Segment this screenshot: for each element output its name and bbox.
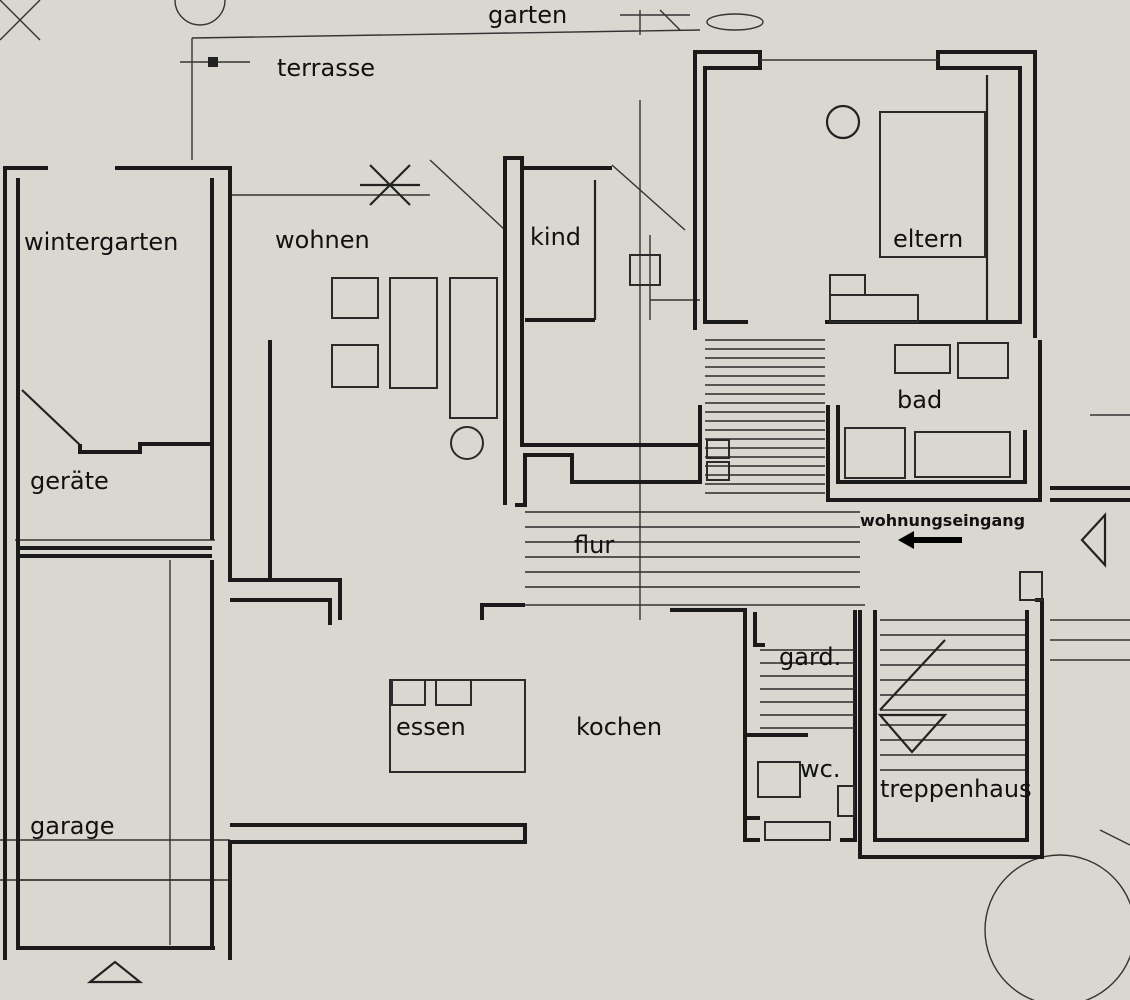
room-labels: garten terrasse wintergarten wohnen kind…: [24, 1, 1032, 840]
label-eltern: eltern: [893, 225, 963, 253]
garage-triangle-icon: [86, 960, 144, 984]
label-geraete: geräte: [30, 467, 109, 495]
label-bad: bad: [897, 386, 942, 414]
label-treppenhaus: treppenhaus: [880, 775, 1032, 803]
label-essen: essen: [396, 713, 466, 741]
entrance-arrow-icon: [898, 531, 962, 549]
label-terrasse: terrasse: [277, 54, 375, 82]
label-kind: kind: [530, 223, 581, 251]
walls: [3, 50, 1130, 960]
furniture: [331, 111, 1043, 841]
label-flur: flur: [574, 531, 614, 559]
round-table-icon: [450, 426, 484, 460]
label-kochen: kochen: [576, 713, 662, 741]
treppenhaus-stairs: [880, 619, 1025, 771]
label-wintergarten: wintergarten: [24, 228, 178, 256]
gard-hatching: [760, 649, 855, 729]
construction-lines: [0, 9, 1130, 945]
label-wohnungseingang: wohnungseingang: [860, 511, 1025, 530]
label-garage: garage: [30, 812, 115, 840]
label-wc: wc.: [800, 755, 840, 783]
symbols: [86, 57, 1107, 984]
label-wohnen: wohnen: [275, 226, 370, 254]
label-garten: garten: [488, 1, 567, 29]
flur-hatching: [525, 511, 860, 588]
stair-hatching: [705, 339, 825, 494]
label-gard: gard.: [779, 643, 841, 671]
entrance-triangle-icon: [1080, 512, 1107, 568]
